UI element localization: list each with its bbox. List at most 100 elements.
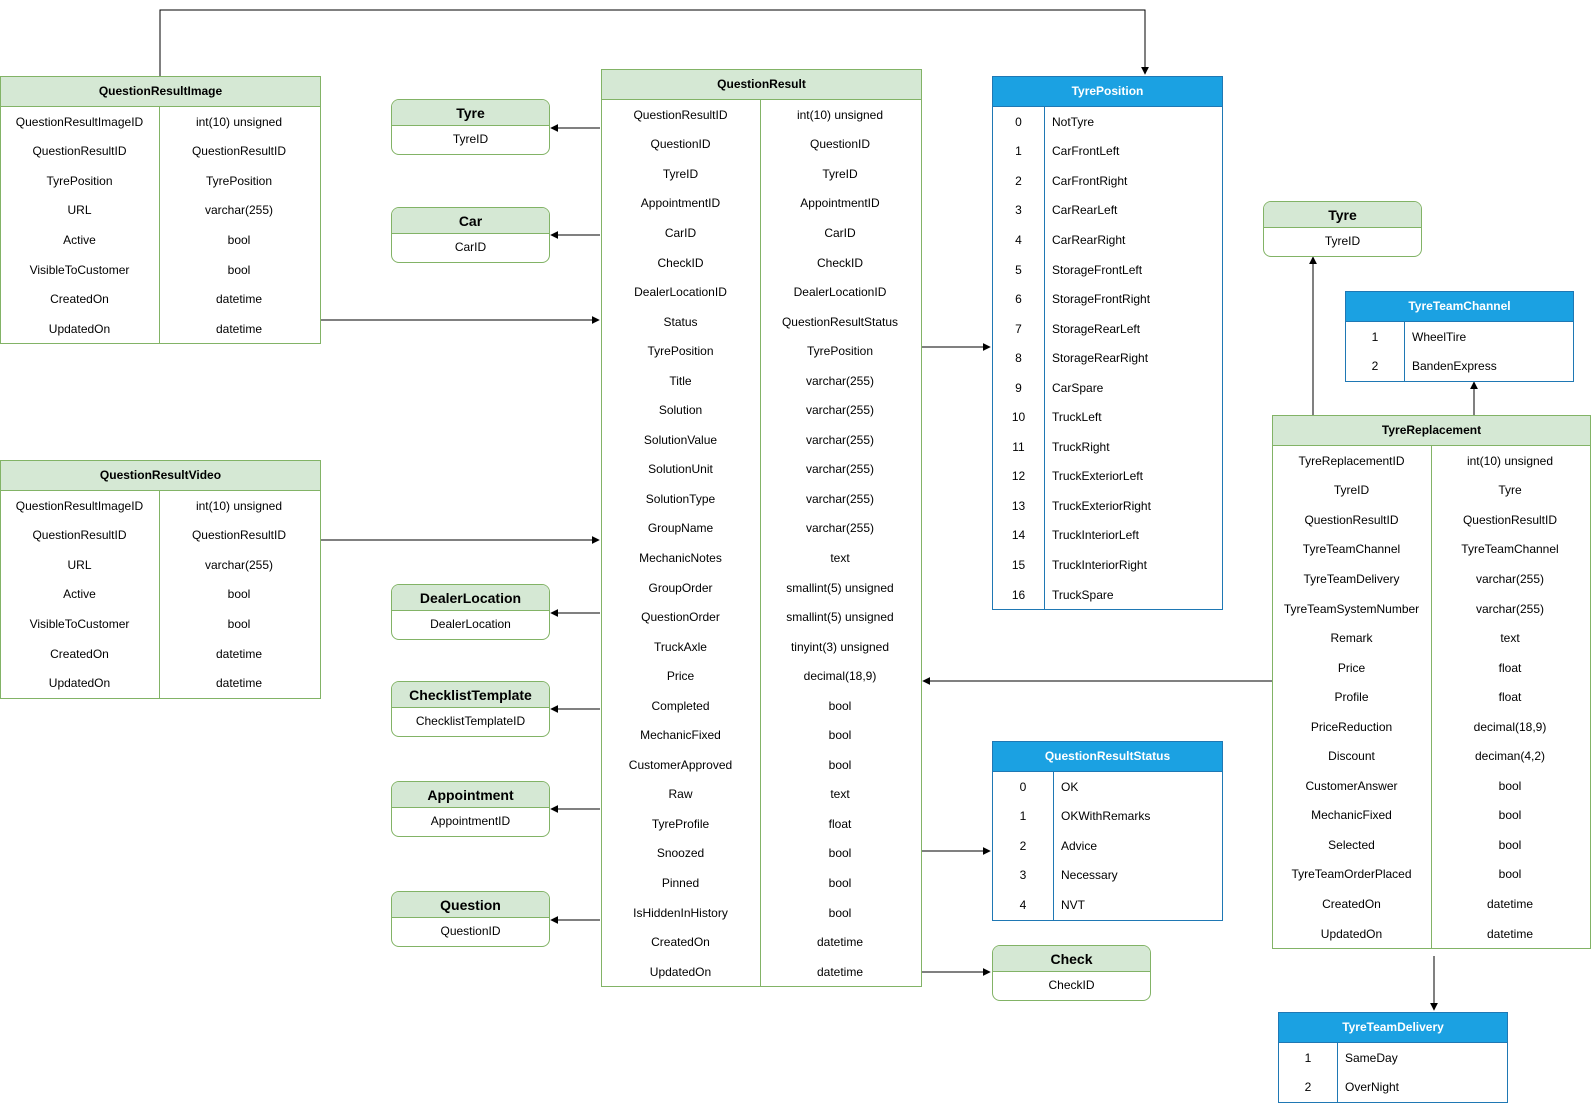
entity-question-result-video[interactable]: QuestionResultVideo QuestionResultImageI… xyxy=(0,460,321,699)
ref-tyre-right[interactable]: Tyre TyreID xyxy=(1263,201,1422,257)
ref-question[interactable]: Question QuestionID xyxy=(391,891,550,947)
entity-question-result-image[interactable]: QuestionResultImage QuestionResultImageI… xyxy=(0,76,321,345)
ref-dealer-location[interactable]: DealerLocation DealerLocation xyxy=(391,584,550,640)
ref-car[interactable]: Car CarID xyxy=(391,207,550,263)
ref-appointment[interactable]: Appointment AppointmentID xyxy=(391,781,550,837)
ref-tyre-left[interactable]: Tyre TyreID xyxy=(391,99,550,155)
ref-check[interactable]: Check CheckID xyxy=(992,945,1151,1001)
